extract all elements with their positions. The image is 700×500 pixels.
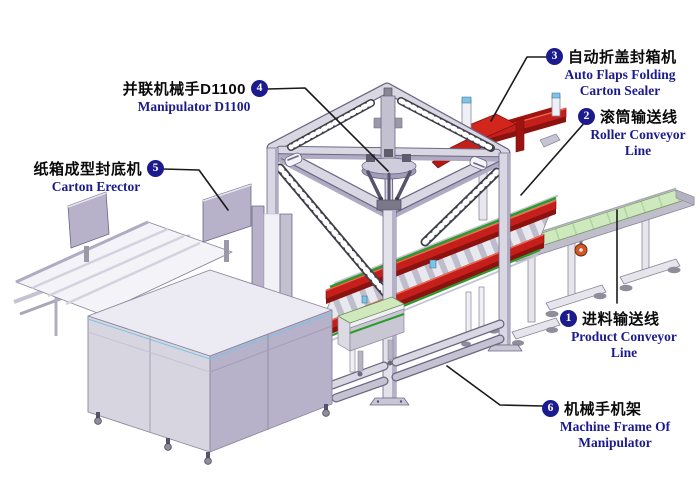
conveyor-leg [511, 249, 561, 346]
callout-3-en-line2: Carton Sealer [579, 82, 661, 98]
cable-drag-chain [287, 97, 495, 152]
outfeed-belt [337, 296, 405, 377]
leader-line-6 [446, 365, 544, 407]
callout-2-en-line1: Roller Conveyor [590, 127, 686, 142]
sensor-block [361, 295, 368, 304]
callout-1-en-line1: Product Conveyor [571, 329, 677, 344]
machine-foot [94, 404, 330, 465]
callout-6-badge: 6 [542, 400, 559, 417]
callout-4-label: 并联机械手D1100 4 Manipulator D1100 [120, 78, 268, 115]
callout-2-en-line2: Line [624, 142, 652, 158]
callout-1-badge: 1 [560, 310, 577, 327]
callout-2-label: 2 滚筒输送线 Roller Conveyor Line [578, 106, 698, 159]
gripper-head [376, 199, 402, 211]
callout-3-badge: 3 [546, 48, 563, 65]
callout-5-label: 纸箱成型封底机 5 Carton Erector [28, 158, 164, 195]
callout-5-badge: 5 [147, 160, 164, 177]
leader-line-5 [162, 168, 229, 211]
callout-6-en-line1: Machine Frame Of [559, 419, 671, 434]
callout-3-zh: 自动折盖封箱机 [568, 49, 677, 66]
callout-2-zh: 滚筒输送线 [600, 109, 678, 126]
callout-5-zh: 纸箱成型封底机 [33, 161, 142, 178]
callout-3-label: 3 自动折盖封箱机 Auto Flaps Folding Carton Seal… [546, 46, 694, 99]
callout-5-en-line1: Carton Erector [51, 179, 141, 194]
conveyor-leg [545, 235, 607, 318]
callout-lines [162, 56, 618, 407]
conveyor-leg [619, 211, 681, 292]
cable-drag-chain [275, 163, 502, 300]
callout-1-zh: 进料输送线 [582, 311, 660, 328]
leader-line-4 [267, 87, 389, 172]
callout-1-en-line2: Line [610, 344, 638, 360]
callout-4-badge: 4 [251, 80, 268, 97]
lower-frame-beam [297, 319, 505, 403]
callout-3-en-line1: Auto Flaps Folding [564, 67, 676, 82]
magazine-backstop-panel [67, 183, 252, 262]
callout-4-zh: 并联机械手D1100 [122, 81, 246, 98]
callout-6-label: 6 机械手机架 Machine Frame Of Manipulator [542, 398, 688, 451]
callout-6-en-line2: Manipulator [578, 434, 652, 450]
carton-erector [13, 183, 333, 465]
product-conveyor [497, 187, 695, 346]
callout-4-en-line1: Manipulator D1100 [137, 99, 251, 114]
delta-manipulator [361, 87, 417, 217]
callout-1-label: 1 进料输送线 Product Conveyor Line [560, 308, 688, 361]
callout-2-badge: 2 [578, 108, 595, 125]
leader-line-3 [490, 56, 549, 122]
leader-line-2 [520, 120, 587, 196]
callout-6-zh: 机械手机架 [564, 401, 642, 418]
sensor-block [429, 259, 437, 269]
gusset-plate [284, 152, 488, 171]
